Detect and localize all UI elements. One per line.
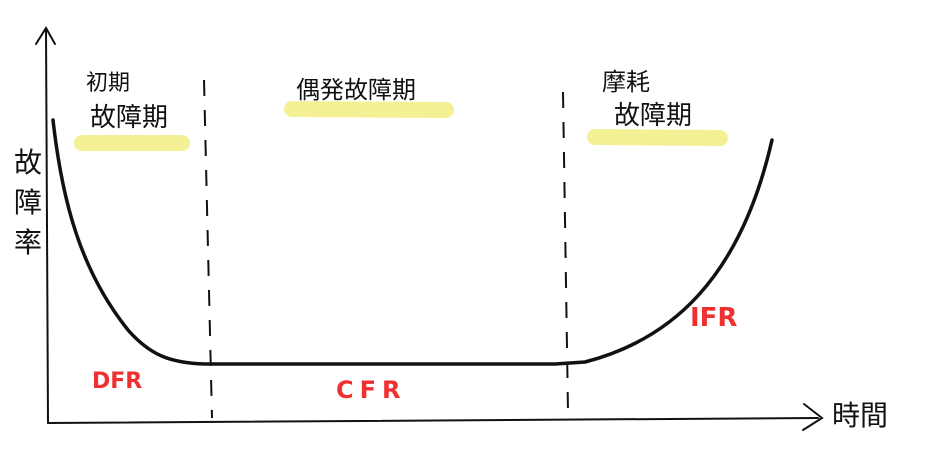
x-axis-label: 時間 [832, 399, 888, 432]
axes [35, 26, 824, 431]
phase-title-wearout-line-2: 故障期 [614, 101, 692, 131]
highlight-wearout [587, 129, 728, 146]
y-axis [45, 29, 49, 424]
phase-title-initial: 初期 故障期 [86, 71, 168, 133]
failure-rate-curve [51, 118, 774, 366]
y-axis-arrow [35, 26, 56, 45]
x-axis [47, 417, 819, 424]
highlight-random [284, 101, 454, 118]
y-axis-label-char-2: 障 [14, 186, 42, 219]
phase-title-initial-line-1: 初期 [86, 71, 130, 96]
divider-initial-random [203, 79, 213, 419]
phase-title-wearout-line-1: 摩耗 [602, 68, 650, 96]
phase-dividers [203, 79, 569, 419]
y-axis-label-char-3: 率 [14, 226, 42, 259]
divider-random-wearout [562, 91, 569, 413]
x-axis-arrow [802, 403, 824, 431]
y-axis-label-char-1: 故 [14, 146, 42, 179]
rate-label-dfr: DFR [92, 369, 142, 394]
highlights [74, 101, 728, 151]
y-axis-label: 故 障 率 [14, 146, 42, 259]
phase-title-wearout: 摩耗 故障期 [602, 68, 692, 131]
phase-title-random: 偶発故障期 [296, 76, 416, 104]
phase-title-initial-line-2: 故障期 [90, 103, 168, 133]
rate-label-cfr: CFR [336, 376, 407, 404]
rate-label-ifr: IFR [690, 303, 737, 333]
